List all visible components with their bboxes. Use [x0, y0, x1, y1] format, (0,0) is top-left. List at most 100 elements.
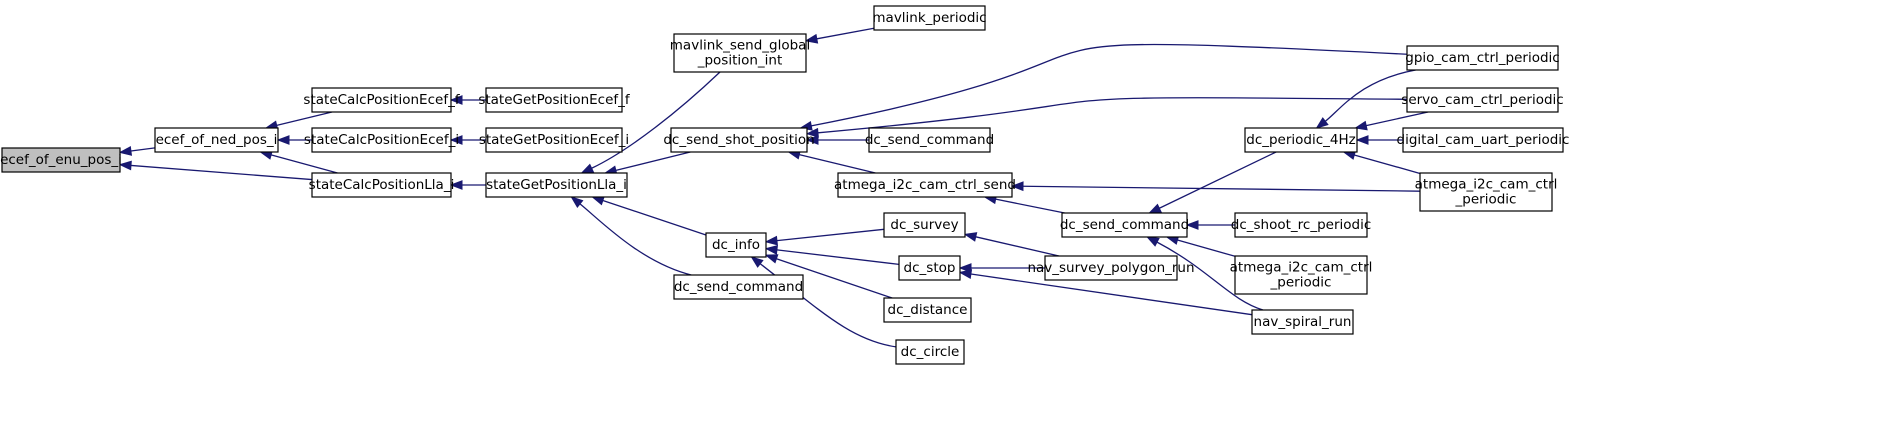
edge-n14-to-n9 — [805, 97, 1408, 138]
edge-arrowhead — [1010, 181, 1024, 192]
node-box[interactable] — [1244, 127, 1358, 153]
node-box[interactable] — [673, 33, 807, 73]
edge-arrowhead — [750, 256, 764, 268]
node-label: dc_send_command — [1060, 217, 1189, 233]
node-box[interactable] — [485, 172, 628, 198]
graph-node-n24[interactable]: dc_circle — [895, 339, 965, 365]
node-label: stateGetPositionEcef_f — [478, 92, 631, 108]
node-box[interactable] — [670, 127, 808, 153]
node-box[interactable] — [705, 232, 767, 258]
graph-node-n26[interactable]: nav_spiral_run — [1251, 309, 1354, 335]
node-label: gpio_cam_ctrl_periodic — [1405, 50, 1559, 66]
graph-node-n8[interactable]: mavlink_send_global_position_int — [670, 33, 810, 73]
graph-node-n5[interactable]: stateGetPositionEcef_f — [478, 87, 631, 113]
graph-node-n10[interactable]: dc_info — [705, 232, 767, 258]
node-box[interactable] — [895, 339, 965, 365]
edges-layer — [118, 27, 1429, 348]
edge-arrowhead — [1354, 120, 1368, 131]
graph-node-n21[interactable]: dc_survey — [883, 212, 966, 238]
graph-node-n23[interactable]: dc_distance — [883, 297, 972, 323]
edge-n25-to-n21 — [963, 232, 1060, 257]
node-label: _position_int — [697, 53, 783, 69]
graph-node-n28[interactable]: atmega_i2c_cam_ctrl_periodic — [1230, 255, 1373, 295]
node-box[interactable] — [1251, 309, 1354, 335]
edge-n21-to-n10 — [764, 228, 885, 246]
graph-node-n20[interactable]: digital_cam_uart_periodic — [1397, 127, 1570, 153]
edge-arrowhead — [805, 127, 819, 138]
edge-line — [602, 199, 707, 236]
node-box[interactable] — [1234, 212, 1368, 238]
graph-node-n17[interactable]: dc_send_command — [1060, 212, 1189, 238]
node-box[interactable] — [873, 5, 986, 31]
node-box[interactable] — [883, 297, 972, 323]
node-box[interactable] — [1419, 172, 1553, 212]
node-box[interactable] — [673, 274, 804, 300]
edge-arrowhead — [764, 254, 779, 264]
edge-arrowhead — [449, 180, 463, 190]
node-box[interactable] — [154, 127, 279, 153]
graph-node-n13[interactable]: gpio_cam_ctrl_periodic — [1405, 45, 1560, 71]
edge-arrowhead — [764, 235, 778, 246]
graph-node-n16[interactable]: atmega_i2c_cam_ctrl_send — [834, 172, 1016, 198]
graph-node-n14[interactable]: servo_cam_ctrl_periodic — [1401, 87, 1564, 113]
edge-n5-to-n3 — [449, 95, 486, 105]
edge-line — [591, 71, 721, 169]
graph-node-n2[interactable]: stateCalcPositionLla_i — [309, 172, 455, 198]
node-box[interactable] — [311, 127, 452, 153]
graph-node-n11[interactable]: dc_send_command — [673, 274, 804, 300]
node-label: stateGetPositionLla_i — [486, 177, 627, 193]
node-box[interactable] — [311, 87, 452, 113]
node-box[interactable] — [485, 127, 623, 153]
edge-n4-to-n1 — [276, 135, 312, 145]
node-box[interactable] — [1061, 212, 1188, 238]
node-label: dc_send_command — [674, 279, 803, 295]
graph-node-n4[interactable]: stateCalcPositionEcef_i — [304, 127, 459, 153]
edge-n26-to-n17 — [1146, 236, 1264, 311]
edge-arrowhead — [118, 160, 132, 171]
node-label: mavlink_send_global — [670, 38, 810, 54]
graph-node-n3[interactable]: stateCalcPositionEcef_f — [303, 87, 461, 113]
graph-node-n12[interactable]: mavlink_periodic — [872, 5, 987, 31]
graph-node-n9[interactable]: dc_send_shot_position — [663, 127, 815, 153]
graph-node-n7[interactable]: stateGetPositionLla_i — [485, 172, 628, 198]
edge-line — [817, 97, 1408, 134]
graph-node-n6[interactable]: stateGetPositionEcef_i — [479, 127, 629, 153]
node-box[interactable] — [1044, 255, 1178, 281]
edge-line — [799, 153, 876, 174]
graph-node-n18[interactable]: atmega_i2c_cam_ctrl_periodic — [1415, 172, 1558, 212]
node-box[interactable] — [311, 172, 452, 198]
edge-line — [1022, 185, 1421, 192]
node-box[interactable] — [1406, 45, 1559, 71]
node-box[interactable] — [898, 255, 961, 281]
node-box[interactable] — [1234, 255, 1368, 295]
node-label: dc_distance — [888, 302, 968, 318]
node-box[interactable] — [883, 212, 966, 238]
graph-node-n0[interactable]: ecef_of_enu_pos_i — [0, 147, 122, 173]
node-box[interactable] — [1, 147, 121, 173]
edge-line — [1324, 69, 1416, 122]
edge-arrowhead — [805, 135, 819, 145]
edge-line — [1366, 111, 1429, 127]
node-label: stateCalcPositionEcef_f — [303, 92, 460, 108]
graph-node-n19[interactable]: dc_periodic_4Hz — [1244, 127, 1358, 153]
edge-n13-to-n9 — [799, 43, 1408, 131]
node-box[interactable] — [485, 87, 623, 113]
graph-node-n15[interactable]: dc_send_command — [865, 127, 994, 153]
nodes-layer: ecef_of_enu_pos_i ecef_of_ned_pos_i stateC… — [0, 5, 1570, 365]
edge-arrowhead — [591, 195, 605, 206]
graph-node-n1[interactable]: ecef_of_ned_pos_i — [154, 127, 279, 153]
graph-node-n22[interactable]: dc_stop — [898, 255, 961, 281]
edge-n22-to-n10 — [764, 245, 900, 266]
edge-n20-to-n19 — [1355, 135, 1403, 145]
node-box[interactable] — [868, 127, 991, 153]
node-label: nav_survey_polygon_run — [1027, 260, 1194, 276]
edge-n6-to-n4 — [449, 135, 486, 145]
node-box[interactable] — [837, 172, 1013, 198]
edge-line — [1354, 154, 1421, 175]
node-box[interactable] — [1402, 127, 1564, 153]
node-box[interactable] — [1406, 87, 1559, 113]
edge-line — [270, 154, 338, 174]
graph-node-n25[interactable]: nav_survey_polygon_run — [1027, 255, 1195, 281]
node-label: _periodic — [1455, 192, 1517, 208]
graph-node-n27[interactable]: dc_shoot_rc_periodic — [1231, 212, 1372, 238]
